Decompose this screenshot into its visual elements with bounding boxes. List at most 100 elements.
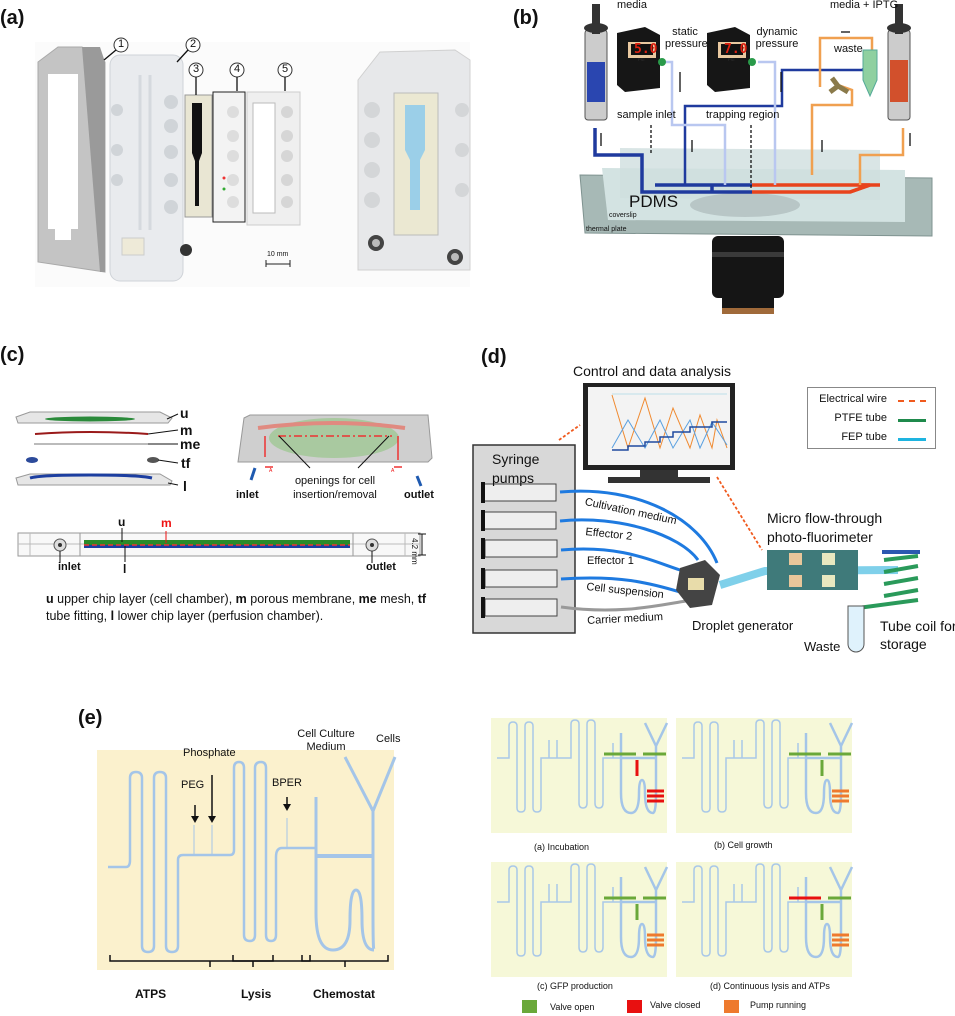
pump-running-swatch — [724, 1000, 739, 1013]
valve-open-swatch — [522, 1000, 537, 1013]
panel-d-legend: Electrical wire PTFE tube FEP tube — [807, 387, 936, 449]
cell-culture-medium-label: Cell Culture Medium — [297, 728, 355, 753]
openings-label: openings for cell insertion/removal — [293, 475, 377, 501]
peg-label: PEG — [181, 779, 205, 791]
legend-text: upper chip layer (cell chamber), — [53, 592, 236, 606]
section-marker-right: A — [391, 468, 395, 474]
part-number-markers — [113, 37, 293, 78]
legend-abbr: l — [110, 609, 115, 623]
valve-closed-label: Valve closed — [650, 1000, 701, 1010]
pdms-label: PDMS — [629, 192, 679, 211]
part-number-5: 5 — [282, 63, 289, 75]
part-arrows — [103, 49, 286, 95]
gasket-part-3 — [184, 94, 213, 218]
section-chemostat: Chemostat — [313, 987, 376, 1001]
valve-open-label: Valve open — [550, 1002, 595, 1012]
electrical-wires — [558, 424, 763, 551]
trapping-region-label: trapping region — [706, 109, 780, 121]
valve-state-panels — [491, 718, 854, 977]
tube-coil-label: Tube coil for storage — [880, 618, 955, 652]
chip-inlet-label: inlet — [236, 489, 259, 501]
legend-electrical-label: Electrical wire — [819, 393, 887, 405]
legend-electrical-swatch — [898, 400, 926, 402]
control-label: Control and data analysis — [573, 363, 731, 379]
coverslip-label: coverslip — [609, 212, 637, 219]
panel-d-drawing — [472, 383, 920, 653]
section-marker-left: A — [269, 468, 273, 474]
static-pressure-controller — [617, 27, 666, 92]
legend-abbr: u — [46, 592, 54, 606]
waste-vial — [847, 605, 865, 653]
scale-bar — [265, 260, 291, 267]
panel-label-c: (c) — [0, 344, 25, 366]
layer-label-tf: tf — [181, 455, 191, 471]
waste-vial-label: Waste — [804, 639, 841, 654]
panel-label-b: (b) — [513, 7, 539, 29]
cross-m-label: m — [161, 516, 172, 530]
tube-coil — [857, 550, 920, 610]
static-pressure-label: static pressure — [665, 26, 708, 50]
panel-c-legend: u upper chip layer (cell chamber), m por… — [46, 591, 436, 625]
static-pressure-reading: 5.0 — [634, 42, 658, 57]
dynamic-unit: PSI — [728, 57, 735, 62]
pump-running-label: Pump running — [750, 1000, 807, 1010]
dynamic-pressure-controller — [707, 27, 756, 92]
legend-ptfe-swatch — [898, 419, 926, 422]
waste-tube — [862, 49, 878, 98]
y-connector — [828, 76, 850, 95]
dynamic-pressure-reading: 7.0 — [724, 42, 748, 57]
phosphate-label: Phosphate — [183, 747, 236, 759]
line-label-effector-1: Effector 1 — [587, 555, 634, 567]
computer-monitor — [583, 383, 735, 483]
panel-label-a: (a) — [0, 7, 25, 29]
cross-u-label: u — [118, 515, 126, 529]
syringe-pump-unit — [472, 444, 576, 634]
panel-label-d: (d) — [481, 346, 507, 368]
height-label: 4.2 mm — [410, 538, 419, 565]
exploded-layers — [15, 411, 179, 486]
part-number-2: 2 — [190, 38, 197, 50]
scale-bar-label: 10 mm — [267, 251, 289, 258]
cross-section — [17, 528, 426, 563]
valve-state-panel — [491, 862, 669, 977]
thermal-plate-label: thermal plate — [586, 226, 627, 233]
layer-label-m: m — [180, 422, 193, 438]
panel-a-drawing — [35, 37, 471, 287]
cross-inlet-label: inlet — [58, 561, 81, 573]
legend-text: mesh, — [376, 592, 418, 606]
panel-c-drawing — [15, 411, 433, 563]
legend-abbr: tf — [417, 592, 427, 606]
dynamic-pressure-label: dynamic pressure — [755, 26, 799, 50]
chip-body-part-2 — [109, 54, 192, 282]
state-caption-gfp-production: (c) GFP production — [537, 981, 613, 991]
section-atps: ATPS — [135, 987, 167, 1001]
cross-l-label: l — [123, 562, 127, 576]
part-number-1: 1 — [118, 38, 125, 50]
legend-text: lower chip layer (perfusion chamber). — [114, 609, 324, 623]
bper-label: BPER — [272, 777, 302, 789]
outer-frame-part-1 — [37, 46, 106, 273]
state-caption-continuous-lysis: (d) Continuous lysis and ATPs — [710, 981, 830, 991]
valve-state-panel — [491, 718, 669, 833]
legend-abbr: me — [358, 592, 377, 606]
legend-abbr: m — [235, 592, 247, 606]
droplet-generator-label: Droplet generator — [692, 618, 794, 633]
section-lysis: Lysis — [241, 987, 272, 1001]
cells-label: Cells — [376, 733, 401, 745]
waste-label: waste — [834, 43, 863, 55]
syringe-media-left — [584, 4, 608, 121]
panel-label-e: (e) — [78, 707, 103, 729]
part-number-3: 3 — [193, 63, 200, 75]
media-iptg-label: media + IPTG — [830, 0, 899, 11]
state-caption-cell-growth: (b) Cell growth — [714, 840, 773, 850]
valve-state-panel — [676, 862, 854, 977]
valve-state-panel — [676, 718, 854, 833]
valve-closed-swatch — [627, 1000, 642, 1013]
layer-label-me: me — [180, 436, 201, 452]
sample-inlet-label: sample inlet — [617, 109, 676, 121]
static-unit: PSI — [638, 57, 645, 62]
layer-label-u: u — [180, 405, 189, 421]
input-arrows — [191, 775, 291, 823]
